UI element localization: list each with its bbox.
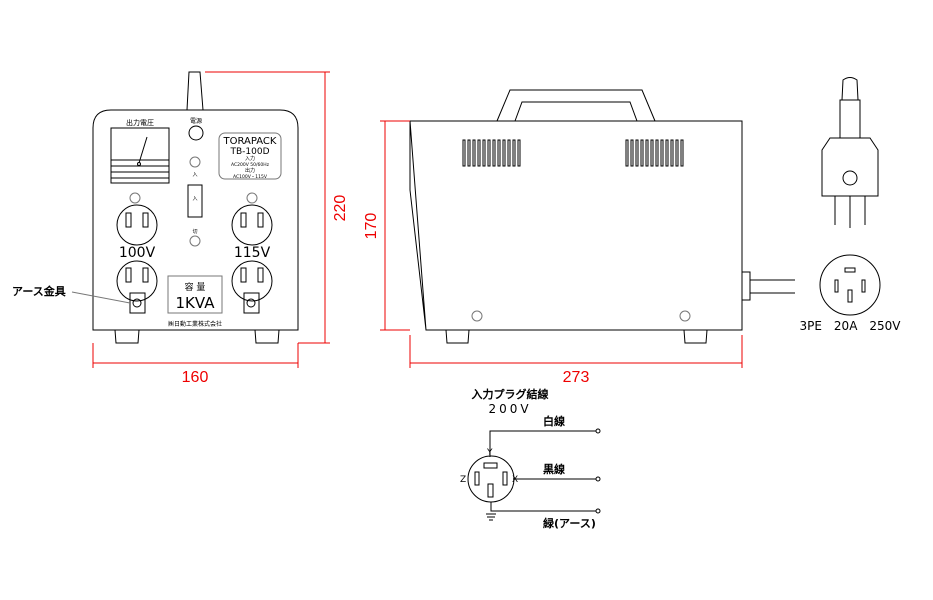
terminal-y: Y	[486, 448, 493, 458]
power-label: 電源	[190, 117, 202, 125]
plug-drawing	[819, 77, 881, 316]
on-label: 入	[192, 172, 197, 178]
vent-slot	[655, 139, 659, 167]
vent-slot	[507, 139, 511, 167]
vent-slot	[630, 139, 634, 167]
vent-slot	[660, 139, 664, 167]
vent-slot	[502, 139, 506, 167]
terminal-x: X	[512, 475, 518, 485]
model: TB-100D	[229, 147, 269, 157]
vent-slot	[625, 139, 629, 167]
wire-black: 黒線	[543, 462, 565, 476]
input-label: 入力	[245, 155, 255, 162]
vent-slot	[497, 139, 501, 167]
vent-slot	[467, 139, 471, 167]
vent-slot	[665, 139, 669, 167]
vent-slot	[482, 139, 486, 167]
wire-white: 白線	[543, 414, 565, 428]
wiring-title: 入力プラグ結線	[472, 387, 549, 401]
vent-slot	[635, 139, 639, 167]
vent-slot	[512, 139, 516, 167]
off-label: 切	[192, 228, 197, 235]
dim-width-side: 273	[563, 369, 590, 386]
front-view: 出力電圧 電源 入 入 切 TORAPACK TB-100D 入力 AC200V…	[12, 71, 299, 344]
wiring-voltage: 200V	[488, 402, 531, 416]
outlet-115v-label: 115V	[234, 245, 271, 261]
brand: TORAPACK	[223, 136, 277, 147]
vent-slot	[670, 139, 674, 167]
power-switch[interactable]	[187, 184, 203, 218]
plug-spec: 3PE 20A 250V	[799, 319, 901, 333]
vent-slot	[650, 139, 654, 167]
vent-slot	[675, 139, 679, 167]
terminal-z: Z	[460, 475, 466, 485]
dim-height-front: 220	[332, 195, 349, 222]
vent-slot	[645, 139, 649, 167]
outlets	[116, 204, 273, 314]
input-value: AC200V 50/60Hz	[231, 162, 270, 168]
front-dimensions: 220 160	[92, 71, 349, 386]
vent-slot	[640, 139, 644, 167]
earth-callout: アース金具	[12, 284, 66, 298]
vent-slot	[680, 139, 684, 167]
switch-label: 入	[192, 196, 197, 202]
outlet-100v-label: 100V	[119, 245, 156, 261]
wire-green: 緑(アース)	[543, 516, 596, 530]
vent-slot	[517, 139, 521, 167]
meter-label: 出力電圧	[126, 118, 154, 127]
vent-slot	[477, 139, 481, 167]
vent-slot	[472, 139, 476, 167]
wiring-diagram: 入力プラグ結線 200V Y X Z 白線 黒線 緑(アース)	[460, 387, 601, 530]
capacity-value: 1KVA	[176, 294, 216, 312]
dim-height-side: 170	[363, 213, 380, 240]
output-value: AC100V・115V	[233, 174, 268, 180]
vent-slot	[462, 139, 466, 167]
side-dimensions: 170 273	[363, 120, 743, 386]
dim-width-front: 160	[182, 369, 209, 386]
side-view	[409, 89, 795, 344]
vent-slot	[487, 139, 491, 167]
vent-slot	[492, 139, 496, 167]
output-label: 出力	[245, 167, 255, 174]
maker-label: ㈱日動工業株式会社	[168, 320, 222, 328]
capacity-label: 容 量	[185, 281, 206, 293]
